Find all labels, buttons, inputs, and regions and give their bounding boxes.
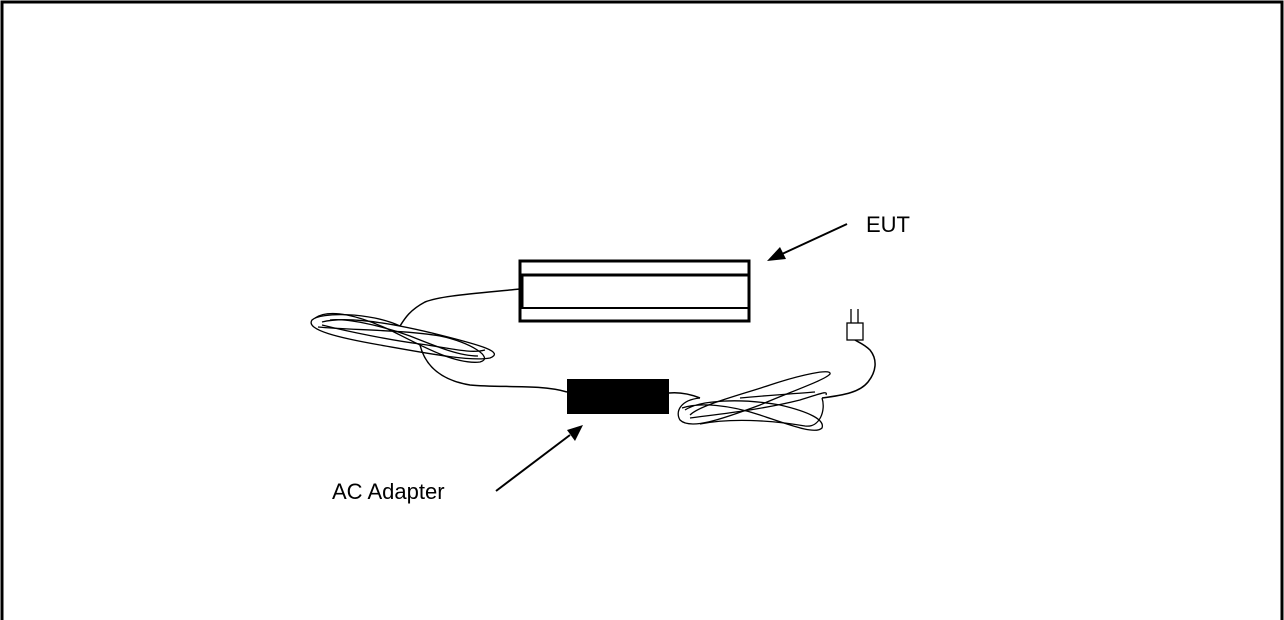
- plug-icon: [846, 309, 864, 341]
- left-coiled-cable: [310, 312, 496, 363]
- ac-adapter-arrow: [495, 425, 583, 492]
- eut-device: [518, 259, 751, 323]
- eut-arrow: [767, 223, 848, 261]
- eut-label: EUT: [866, 212, 910, 237]
- eut-cable: [399, 288, 521, 327]
- right-coiled-cable: [677, 371, 831, 431]
- ac-adapter-block: [567, 379, 669, 414]
- ac-adapter-label: AC Adapter: [332, 479, 445, 504]
- adapter-input-cable: [419, 344, 568, 393]
- eut-outer-box: [518, 259, 751, 323]
- plug-cable: [821, 339, 876, 399]
- adapter-output-cable: [668, 392, 701, 399]
